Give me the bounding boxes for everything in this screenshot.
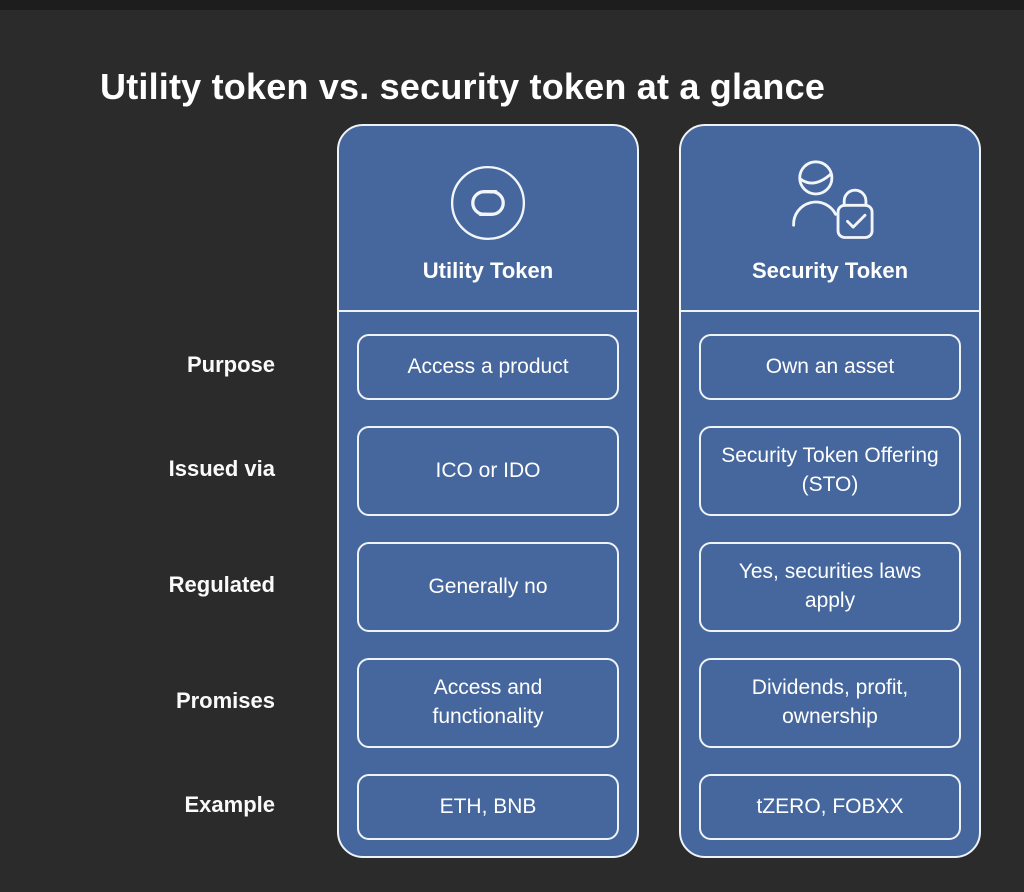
security-example-cell: tZERO, FOBXX [699,774,961,840]
utility-purpose-cell: Access a product [357,334,619,400]
row-labels-column: Purpose Issued via Regulated Promises Ex… [0,124,275,838]
top-edge-strip [0,0,1024,10]
row-label-promises: Promises [175,688,275,713]
security-token-body: Own an asset Security Token Offering (ST… [681,312,979,856]
row-label-purpose: Purpose [186,352,275,377]
token-circle-icon [449,161,527,245]
security-token-header: Security Token [681,126,979,312]
utility-issued-via-cell: ICO or IDO [357,426,619,516]
utility-promises-cell: Access and functionality [357,658,619,748]
utility-example-cell: ETH, BNB [357,774,619,840]
row-label-issued-via: Issued via [168,456,275,481]
utility-token-header: Utility Token [339,126,637,312]
comparison-table: Purpose Issued via Regulated Promises Ex… [0,124,981,858]
security-issued-via-cell: Security Token Offering (STO) [699,426,961,516]
security-purpose-cell: Own an asset [699,334,961,400]
security-promises-cell: Dividends, profit, ownership [699,658,961,748]
user-lock-icon [778,160,882,245]
page-title: Utility token vs. security token at a gl… [100,66,826,108]
utility-token-body: Access a product ICO or IDO Generally no… [339,312,637,856]
utility-token-title: Utility Token [422,257,554,283]
security-regulated-cell: Yes, securities laws apply [699,542,961,632]
security-token-card: Security Token Own an asset Security Tok… [679,124,981,858]
row-label-regulated: Regulated [168,572,275,597]
utility-regulated-cell: Generally no [357,542,619,632]
security-token-title: Security Token [751,257,909,283]
row-label-example: Example [184,792,276,817]
utility-token-card: Utility Token Access a product ICO or ID… [337,124,639,858]
